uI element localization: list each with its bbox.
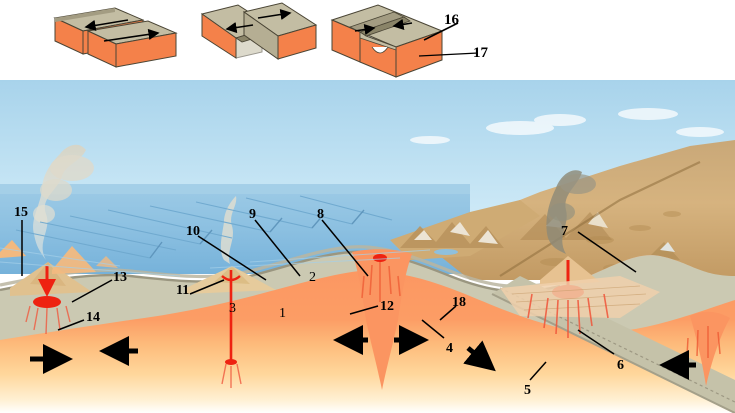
callout-14: 14	[86, 310, 100, 325]
leader-6	[577, 329, 615, 355]
callout-5: 5	[524, 383, 531, 398]
callout-11: 11	[176, 283, 190, 298]
callout-12: 12	[380, 299, 394, 314]
callout-6: 6	[617, 358, 624, 373]
island-arc-magma-chamber	[33, 296, 61, 308]
ridge-magma-upwelling	[352, 249, 412, 390]
hotspot-sill	[221, 275, 241, 282]
block-transform-arrow-left	[84, 19, 129, 31]
ocean-floor-ridge-segments	[149, 209, 365, 259]
leader-8	[321, 219, 369, 277]
leader-11	[189, 279, 225, 295]
ocean-floor-fracture-zones	[15, 195, 393, 259]
callout-leader-lines	[21, 219, 637, 381]
island-arc-feeder-dikes	[25, 305, 71, 335]
continental-crust-texture	[511, 285, 647, 311]
block-divergent-arrow-right	[257, 8, 292, 21]
leader-line-16	[423, 22, 459, 41]
callout-15: 15	[14, 205, 28, 220]
block-convergent-arrow-left	[392, 18, 413, 30]
continental-arc-cone	[540, 256, 600, 286]
callout-13: 13	[113, 270, 127, 285]
plate-motion-arrows	[30, 325, 696, 380]
continental-crust-wedge	[500, 276, 660, 318]
tectonic-cross-section: 15 13 14 10 11 9 8 12 18 7 4 5 6 3 2 1	[0, 80, 735, 413]
right-edge-upwelling	[690, 311, 730, 386]
leader-7	[577, 231, 637, 273]
plume-head	[225, 359, 237, 365]
callout-4: 4	[446, 341, 453, 356]
ocean-horizon	[0, 184, 470, 194]
continental-arc-dikes	[527, 293, 609, 338]
callout-2: 2	[309, 270, 316, 285]
volcanic-ash-plume	[33, 144, 86, 260]
callout-1: 1	[279, 306, 286, 321]
block-diagrams-svg	[53, 2, 479, 78]
block-convergent-diagram	[330, 4, 479, 78]
ocean-surface-texture	[0, 247, 431, 277]
callout-10: 10	[186, 224, 200, 239]
continental-landmass	[430, 140, 735, 280]
callout-9: 9	[249, 207, 256, 222]
callout-18: 18	[452, 295, 466, 310]
arrow-subduction-down	[463, 340, 496, 372]
clouds	[410, 108, 724, 144]
callout-7: 7	[561, 224, 568, 239]
callout-3: 3	[229, 301, 236, 316]
block-convergent-arrow-right	[354, 23, 376, 36]
callout-8: 8	[317, 207, 324, 222]
land-fault-trace	[499, 161, 701, 277]
inland-lake	[434, 249, 458, 255]
block-callout-16: 16	[444, 12, 459, 28]
mantle-plume-tail	[221, 363, 242, 388]
ridge-magma-feeders	[361, 262, 401, 302]
leader-5	[529, 361, 547, 381]
block-transform-arrow-right	[103, 28, 160, 42]
leader-10	[197, 235, 267, 281]
hotspot-steam-plume	[220, 196, 237, 264]
leader-line-17	[418, 52, 479, 57]
leader-13	[71, 279, 113, 303]
block-divergent-arrow-left	[225, 22, 254, 34]
cross-section-svg	[0, 80, 735, 413]
leader-9	[254, 219, 301, 277]
leader-18	[439, 305, 457, 321]
block-divergent-diagram	[200, 2, 318, 60]
leader-4	[421, 319, 445, 339]
boundary-block-legend: 10 9 8 16 17	[0, 0, 735, 96]
block-callout-17: 17	[473, 45, 488, 61]
block-transform-diagram	[53, 7, 178, 68]
leader-12	[349, 305, 379, 315]
leader-14	[57, 319, 85, 331]
ridge-axial-chamber	[373, 254, 387, 262]
